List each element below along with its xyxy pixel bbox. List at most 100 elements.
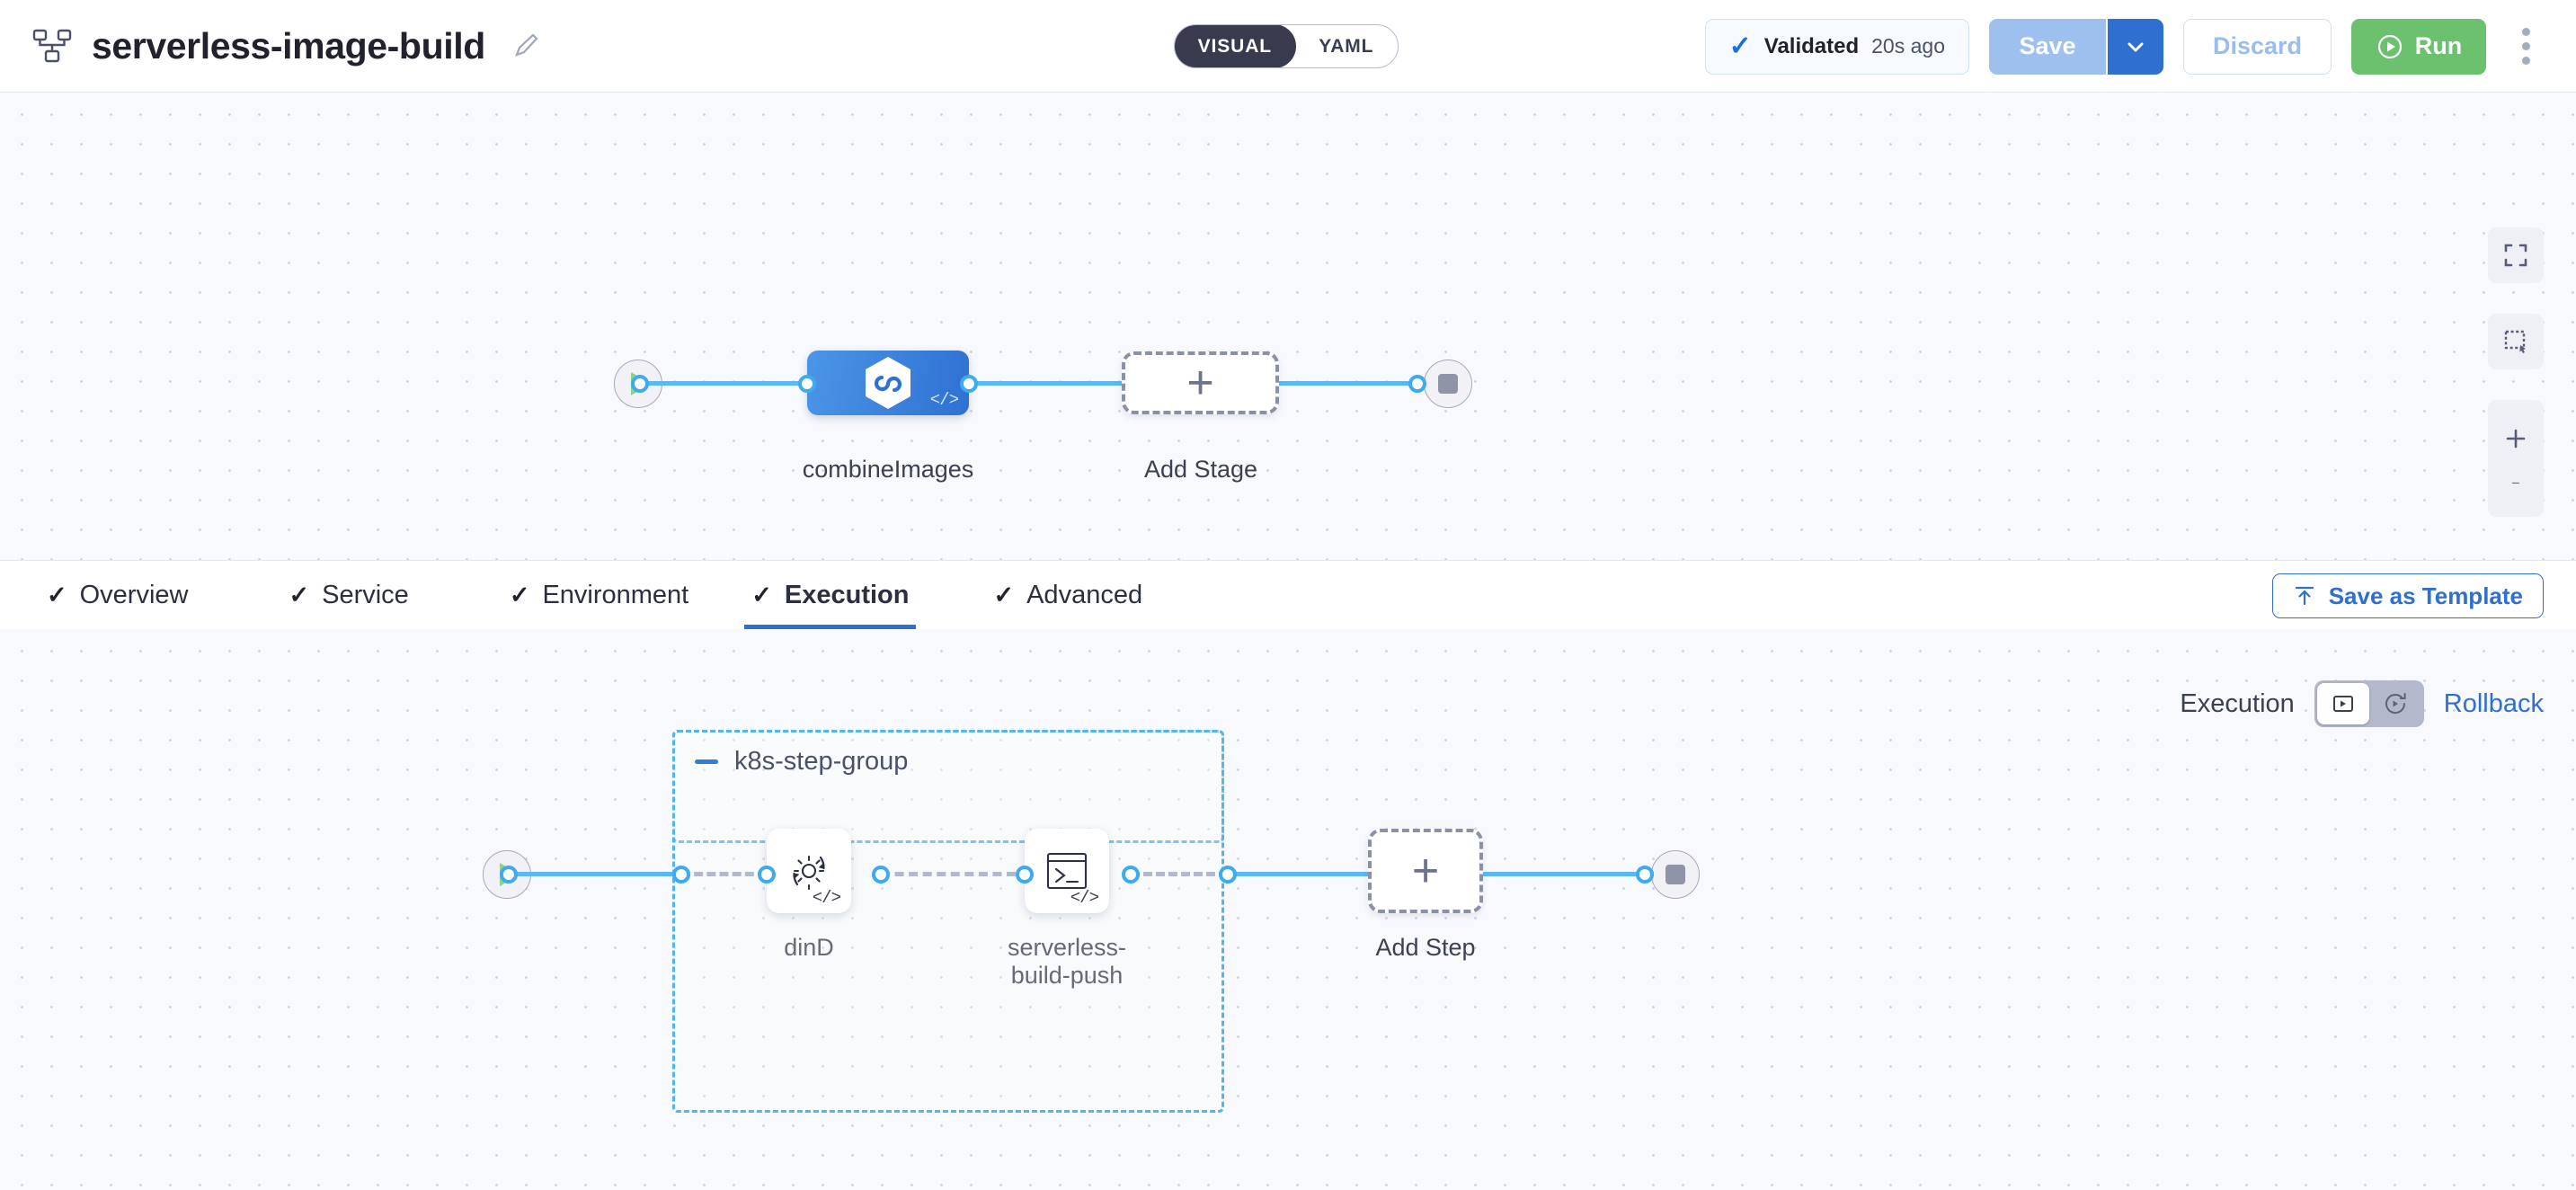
run-button[interactable]: Run [2351,18,2486,75]
tab-label: Service [322,580,409,609]
rollback-link[interactable]: Rollback [2443,688,2544,718]
edge-serverless-to-group-out [1131,872,1228,876]
step-label-serverless-build-push: serverless- build-push [955,934,1179,990]
step-graph-canvas[interactable]: k8s-step-group </> dinD </ [0,629,2576,1190]
step-node-dind[interactable]: </> [767,829,851,913]
pipeline-nodes-icon [32,28,72,64]
add-step-label: Add Step [1375,934,1476,961]
pipeline-end-node[interactable] [1424,360,1472,408]
marquee-select-icon [2504,330,2526,353]
step-label-dind: dinD [784,934,834,961]
check-icon: ✓ [47,581,67,608]
page-title: serverless-image-build [92,24,485,67]
zoom-controls[interactable] [2488,400,2544,517]
port-stage-out[interactable] [960,375,978,393]
edge-start-to-stage [640,381,829,386]
stage-config-tabs: ✓ Overview ✓ Service ✓ Environment ✓ Exe… [0,560,2576,630]
add-step-button[interactable]: + [1368,829,1483,913]
tab-label: Advanced [1026,580,1143,609]
stage-node-combineimages[interactable]: </> [807,351,969,415]
header-actions: ✓ Validated 20s ago Save Discard Run [1704,0,2576,93]
port-step-end-in[interactable] [1636,866,1654,884]
expand-corners-icon [2504,244,2527,267]
tab-visual[interactable]: VISUAL [1175,25,1296,67]
plus-icon: + [1411,844,1440,897]
fit-to-screen-button[interactable] [2488,227,2544,283]
tab-environment[interactable]: ✓ Environment [506,560,692,630]
step-node-serverless-build-push[interactable]: </> [1025,829,1109,913]
step-label-line2: build-push [1010,962,1124,990]
port-group-out[interactable] [1219,866,1237,884]
check-icon: ✓ [289,581,310,608]
step-group-k8s[interactable] [672,730,1224,843]
pencil-icon[interactable] [511,31,541,61]
app-header: serverless-image-build VISUAL YAML ✓ Val… [0,0,2576,93]
check-icon: ✓ [509,581,530,608]
add-stage-button[interactable]: + [1122,351,1279,414]
kebab-menu-icon[interactable] [2506,19,2545,75]
port-group-in[interactable] [672,866,690,884]
edge-group-in-to-dind [681,872,767,876]
gear-refresh-icon [793,855,825,891]
check-icon: ✓ [751,581,772,608]
rollback-clock-icon [2385,693,2406,715]
tab-execution[interactable]: ✓ Execution [744,560,917,630]
check-icon: ✓ [1728,31,1752,61]
stop-icon [1666,865,1685,884]
port-serverless-out[interactable] [1122,866,1140,884]
step-group-header[interactable]: k8s-step-group [695,747,908,777]
port-end-in[interactable] [1408,375,1426,393]
selection-tool-button[interactable] [2488,314,2544,369]
rollback-view-button[interactable] [2369,683,2421,724]
yaml-code-badge: </> [812,888,841,908]
save-dropdown-button[interactable] [2108,18,2163,75]
validation-label: Validated [1763,33,1860,58]
view-mode-toggle[interactable]: VISUAL YAML [1174,24,1399,68]
port-start-out[interactable] [631,375,649,393]
header-left-group: serverless-image-build [0,25,541,67]
port-stage-in[interactable] [798,375,816,393]
tab-overview[interactable]: ✓ Overview [43,560,191,630]
terminal-icon [1046,852,1088,890]
save-as-template-label: Save as Template [2328,582,2523,609]
tab-label: Execution [784,580,910,609]
zoom-out-button[interactable] [2502,481,2529,492]
save-as-template-button[interactable]: Save as Template [2271,573,2544,618]
tab-service[interactable]: ✓ Service [285,560,412,630]
tab-label: Environment [542,580,689,609]
port-dind-out[interactable] [872,866,890,884]
validation-time: 20s ago [1871,34,1945,58]
harness-hexagon-icon [863,356,913,410]
save-split-button[interactable]: Save [1989,18,2163,75]
zoom-in-button[interactable] [2502,425,2529,452]
add-stage-label: Add Stage [1143,456,1258,483]
plus-icon: + [1186,356,1214,409]
stage-label-combineimages: combineImages [802,456,974,483]
save-button[interactable]: Save [1989,18,2108,75]
upload-template-icon [2295,586,2314,606]
stop-icon [1438,374,1458,394]
port-serverless-in[interactable] [1016,866,1034,884]
play-circle-icon [2377,34,2402,58]
execution-label: Execution [2180,688,2295,718]
edge-group-to-addstep [1228,872,1375,876]
yaml-code-badge: </> [1070,888,1099,908]
tab-yaml[interactable]: YAML [1319,35,1374,57]
step-group-k8s-box[interactable]: k8s-step-group [672,730,1224,1113]
execution-view-toggle[interactable] [2314,680,2424,727]
discard-button[interactable]: Discard [2183,18,2332,75]
step-end-node[interactable] [1651,850,1700,899]
stage-graph-canvas[interactable]: </> combineImages + Add Stage [0,93,2576,560]
tab-label: Overview [79,580,189,609]
minus-icon[interactable] [695,759,718,764]
step-group-title: k8s-step-group [734,747,909,776]
port-step-start-out[interactable] [500,866,518,884]
execution-box-icon [2332,696,2353,712]
yaml-code-badge: </> [929,390,959,410]
edge-dind-to-serverless [881,872,1016,876]
execution-view-button[interactable] [2316,683,2369,724]
tab-advanced[interactable]: ✓ Advanced [990,560,1146,630]
edge-start-to-group [511,872,680,876]
port-dind-in[interactable] [758,866,776,884]
validation-status-badge: ✓ Validated 20s ago [1704,18,1969,75]
